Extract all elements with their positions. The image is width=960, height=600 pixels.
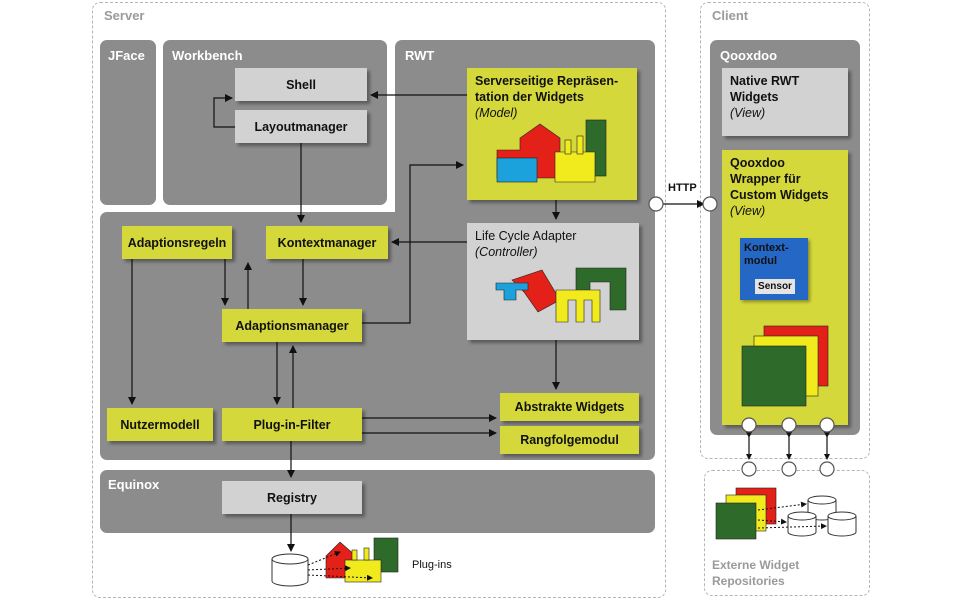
adaption-to-model-arrow [362, 161, 464, 324]
workbench-title: Workbench [172, 48, 243, 63]
external-repositories-line2: Repositories [712, 574, 785, 588]
http-port-server [648, 196, 664, 212]
plugins-database-icon [271, 553, 309, 587]
lifecycle-title: Life Cycle Adapter [475, 229, 577, 243]
ext-db-link-3 [757, 523, 827, 530]
rwt-title: RWT [405, 48, 435, 63]
adaptionsmanager-label: Adaptionsmanager [235, 318, 349, 333]
native-rwt-widgets-box: Native RWT Widgets (View) [722, 68, 848, 136]
abstrakte-widgets-label: Abstrakte Widgets [514, 400, 625, 414]
jface-panel [100, 40, 156, 205]
plugin-filter-label: Plug-in-Filter [253, 417, 331, 432]
layoutmanager-label: Layoutmanager [254, 119, 348, 134]
rangfolgemodul-label: Rangfolgemodul [520, 433, 619, 447]
equinox-title: Equinox [108, 477, 160, 492]
wrapper-sub: (View) [730, 204, 766, 218]
kontextmanager-box: Kontextmanager [266, 226, 388, 259]
nutzermodell-label: Nutzermodell [120, 417, 200, 432]
kontextmodul-line1: Kontext- [744, 242, 789, 254]
http-label: HTTP [668, 182, 697, 194]
native-rwt-sub: (View) [730, 106, 766, 120]
server-model-line2: tation der Widgets [475, 90, 584, 104]
layoutmanager-box: Layoutmanager [235, 110, 367, 143]
custom-widgets-stack [741, 325, 829, 407]
adaptionsregeln-label: Adaptionsregeln [127, 235, 227, 250]
server-zone-title: Server [104, 8, 145, 23]
sensor-box: Sensor [755, 279, 795, 294]
external-databases-icon [787, 495, 857, 537]
shell-box: Shell [235, 68, 367, 101]
lifecycle-adapter-box: Life Cycle Adapter (Controller) [467, 223, 639, 340]
wrapper-line3: Custom Widgets [730, 188, 829, 202]
nutzermodell-box: Nutzermodell [107, 408, 213, 441]
http-port-client [702, 196, 718, 212]
rangfolgemodul-box: Rangfolgemodul [500, 426, 639, 454]
plugins-graphic [325, 537, 399, 583]
plugin-link-3 [307, 574, 373, 581]
shell-label: Shell [286, 77, 316, 92]
external-port-1 [741, 461, 757, 477]
kontextmanager-label: Kontextmanager [277, 235, 377, 250]
lifecycle-sub: (Controller) [475, 245, 538, 259]
ext-db-link-2 [757, 518, 787, 525]
ext-db-link-1 [757, 501, 807, 511]
server-model-sub: (Model) [475, 106, 518, 120]
client-port-2 [781, 417, 797, 433]
plugin-filter-box: Plug-in-Filter [222, 408, 362, 441]
external-port-2 [781, 461, 797, 477]
wrapper-line2: Wrapper für [730, 172, 801, 186]
client-port-1 [741, 417, 757, 433]
kontextmodul-line2: modul [744, 255, 777, 267]
client-zone-title: Client [712, 8, 749, 23]
lifecycle-widgets-graphic [495, 267, 627, 323]
external-repositories-line1: Externe Widget [712, 558, 800, 572]
layout-loop-arrow [213, 94, 235, 128]
external-port-3 [819, 461, 835, 477]
server-model-line1: Serverseitige Repräsen- [475, 74, 619, 88]
sensor-label: Sensor [758, 281, 792, 292]
equinox-panel [100, 470, 655, 533]
registry-label: Registry [266, 490, 318, 505]
adaptionsmanager-box: Adaptionsmanager [222, 309, 362, 342]
wrapper-line1: Qooxdoo [730, 156, 785, 170]
plugin-link-2 [307, 565, 351, 572]
external-widgets-stack [715, 487, 777, 540]
native-rwt-line1: Native RWT [730, 74, 800, 88]
model-widgets-graphic [496, 119, 607, 183]
abstrakte-widgets-box: Abstrakte Widgets [500, 393, 639, 421]
registry-box: Registry [222, 481, 362, 514]
jface-title: JFace [108, 48, 145, 63]
client-port-3 [819, 417, 835, 433]
adaptionsregeln-box: Adaptionsregeln [122, 226, 232, 259]
plugins-label: Plug-ins [412, 559, 452, 571]
plugin-link-1 [307, 551, 341, 566]
native-rwt-line2: Widgets [730, 90, 779, 104]
qooxdoo-title: Qooxdoo [720, 48, 778, 63]
